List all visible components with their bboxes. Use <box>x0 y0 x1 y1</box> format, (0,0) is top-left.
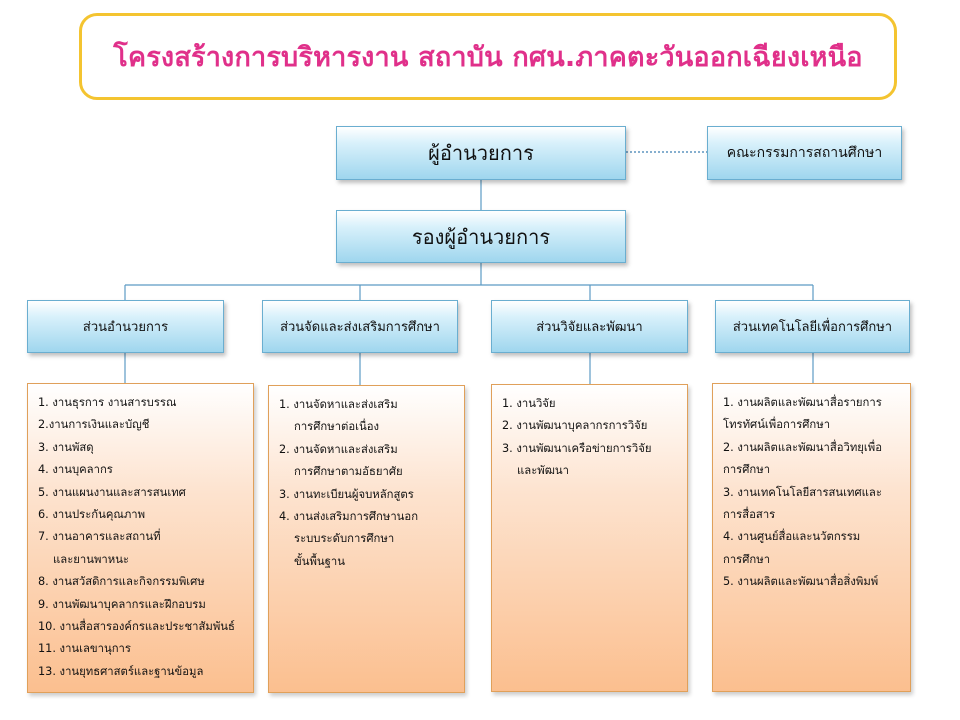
list-item: 3. งานเทคโนโลยีสารสนเทศและ <box>723 485 882 499</box>
list-item: 7. งานอาคารและสถานที่ <box>38 530 161 544</box>
list-item: การศึกษาตามอัธยาศัย <box>294 465 403 479</box>
division-box-research: ส่วนวิจัยและพัฒนา <box>491 300 688 353</box>
list-item: 4. งานศูนย์สื่อและนวัตกรรม <box>723 530 861 544</box>
division-list-education: 1. งานจัดหาและส่งเสริม การศึกษาต่อเนื่อง… <box>268 385 465 693</box>
list-item: 10. งานสื่อสารองค์กรและประชาสัมพันธ์ <box>38 620 235 634</box>
list-item: 8. งานสวัสดิการและกิจกรรมพิเศษ <box>38 575 205 589</box>
list-item: การศึกษาต่อเนื่อง <box>294 420 380 434</box>
list-item: 13. งานยุทธศาสตร์และฐานข้อมูล <box>38 664 204 678</box>
chart-title: โครงสร้างการบริหารงาน สถาบัน กศน.ภาคตะวั… <box>113 42 863 73</box>
list-item: 2. งานผลิตและพัฒนาสื่อวิทยุเพื่อ <box>723 440 883 454</box>
division-box-education: ส่วนจัดและส่งเสริมการศึกษา <box>262 300 458 353</box>
division-list-admin: 1. งานธุรการ งานสารบรรณ 2.งานการเงินและบ… <box>27 383 254 693</box>
list-item: 2. งานพัฒนาบุคลากรการวิจัย <box>502 419 648 433</box>
list-item: ขั้นพื้นฐาน <box>294 554 345 568</box>
list-item: และพัฒนา <box>517 464 569 478</box>
division-box-technology: ส่วนเทคโนโลยีเพื่อการศึกษา <box>715 300 910 353</box>
list-item: 9. งานพัฒนาบุคลากรและฝึกอบรม <box>38 597 206 611</box>
list-item: 3. งานพัฒนาเครือข่ายการวิจัย <box>502 441 652 455</box>
list-item: 1. งานผลิตและพัฒนาสื่อรายการ <box>723 396 882 409</box>
list-item: 3. งานทะเบียนผู้จบหลักสูตร <box>279 487 414 501</box>
division-label: ส่วนวิจัยและพัฒนา <box>536 320 643 335</box>
list-item: 6. งานประกันคุณภาพ <box>38 508 146 522</box>
director-label: ผู้อำนวยการ <box>428 141 534 165</box>
list-item: 2.งานการเงินและบัญชี <box>38 418 150 432</box>
director-box: ผู้อำนวยการ <box>336 126 626 180</box>
division-list-technology: 1. งานผลิตและพัฒนาสื่อรายการ โทรทัศน์เพื… <box>712 383 911 692</box>
list-item: 1. งานธุรการ งานสารบรรณ <box>38 396 177 409</box>
list-item: และยานพาหนะ <box>53 552 129 566</box>
list-item: 4. งานบุคลากร <box>38 463 113 477</box>
division-label: ส่วนเทคโนโลยีเพื่อการศึกษา <box>732 320 893 335</box>
division-list-research: 1. งานวิจัย 2. งานพัฒนาบุคลากรการวิจัย 3… <box>491 384 688 692</box>
committee-label: คณะกรรมการสถานศึกษา <box>726 145 883 161</box>
list-item: 3. งานพัสดุ <box>38 440 94 454</box>
list-item: การสื่อสาร <box>723 508 776 522</box>
list-item: 4. งานส่งเสริมการศึกษานอก <box>279 510 419 524</box>
list-item: 5. งานแผนงานและสารสนเทศ <box>38 485 186 499</box>
deputy-director-label: รองผู้อำนวยการ <box>411 224 551 249</box>
division-label: ส่วนอำนวยการ <box>82 320 169 335</box>
list-item: 2. งานจัดหาและส่งเสริม <box>279 442 398 456</box>
division-label: ส่วนจัดและส่งเสริมการศึกษา <box>280 320 440 335</box>
list-item: การศึกษา <box>723 552 771 566</box>
list-item: 11. งานเลขานุการ <box>38 642 131 656</box>
list-item: 1. งานจัดหาและส่งเสริม <box>279 398 398 411</box>
list-item: โทรทัศน์เพื่อการศึกษา <box>723 418 831 432</box>
list-item: ระบบระดับการศึกษา <box>294 532 395 546</box>
list-item: 1. งานวิจัย <box>502 397 556 410</box>
committee-box: คณะกรรมการสถานศึกษา <box>707 126 902 180</box>
division-box-admin: ส่วนอำนวยการ <box>27 300 224 353</box>
list-item: 5. งานผลิตและพัฒนาสื่อสิ่งพิมพ์ <box>723 575 879 589</box>
list-item: การศึกษา <box>723 463 771 477</box>
title-box: โครงสร้างการบริหารงาน สถาบัน กศน.ภาคตะวั… <box>79 13 897 100</box>
deputy-director-box: รองผู้อำนวยการ <box>336 210 626 263</box>
